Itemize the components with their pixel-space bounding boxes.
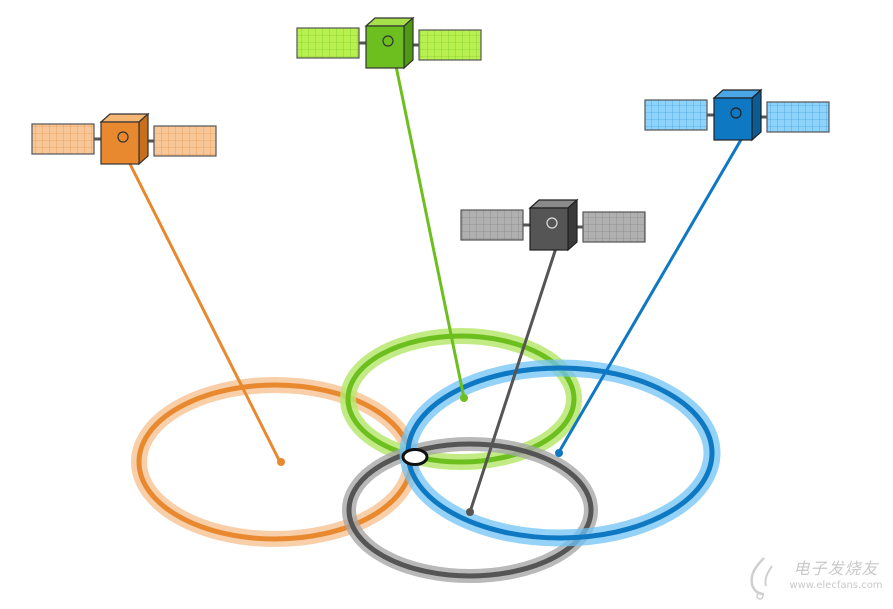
beam-blue xyxy=(555,137,744,457)
satellite-gray-icon xyxy=(460,198,646,252)
satellite-blue-icon xyxy=(644,88,830,142)
watermark: 电子发烧友 www.elecfans.com xyxy=(786,559,886,593)
beam-orange xyxy=(126,159,285,466)
position-fix-marker xyxy=(401,448,429,466)
beam-green xyxy=(394,65,468,402)
watermark-name: 电子发烧友 xyxy=(793,559,879,578)
range-ring-gray xyxy=(342,437,598,583)
range-ring-orange xyxy=(131,377,419,547)
watermark-logo-icon xyxy=(750,557,773,600)
range-ring-green xyxy=(340,328,582,470)
watermark-url: www.elecfans.com xyxy=(789,580,883,591)
beam-gray xyxy=(466,247,558,516)
satellite-orange-icon xyxy=(31,112,217,166)
satellite-green-icon xyxy=(296,16,482,70)
